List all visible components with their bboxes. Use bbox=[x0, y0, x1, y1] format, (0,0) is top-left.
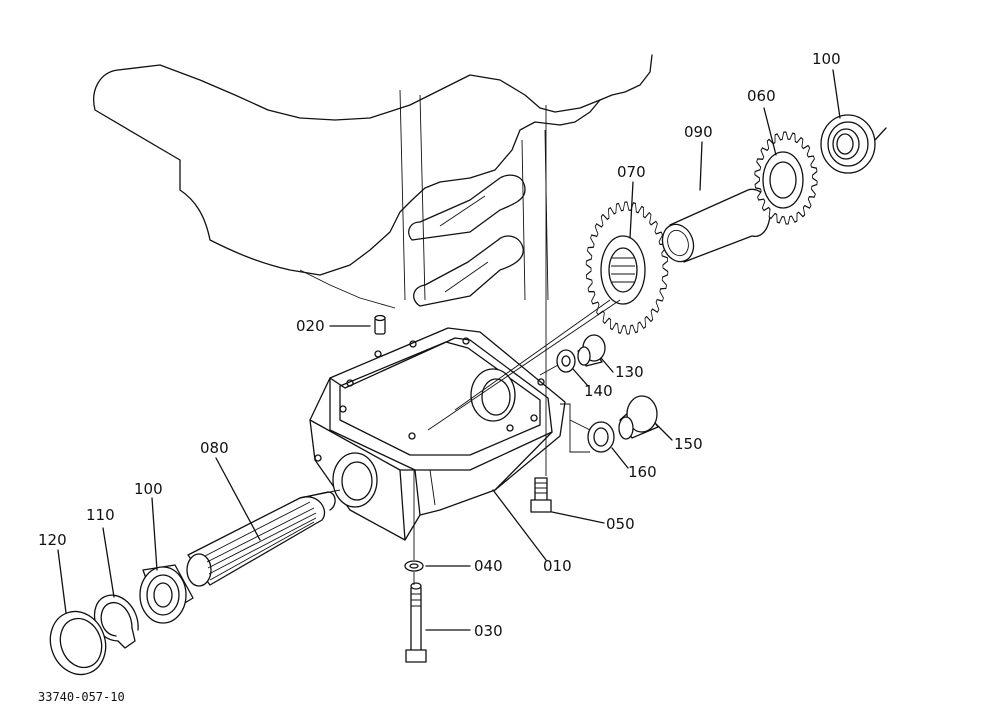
part-080-shaft bbox=[186, 491, 336, 587]
part-040-washer bbox=[404, 560, 424, 572]
callout-120: 120 bbox=[38, 531, 67, 549]
callout-labels: 100 060 090 070 020 130 140 150 160 080 … bbox=[38, 50, 841, 640]
callout-010: 010 bbox=[543, 557, 572, 575]
callout-080: 080 bbox=[200, 439, 229, 457]
callout-100-bottom: 100 bbox=[134, 480, 163, 498]
transmission-case-outline bbox=[93, 54, 653, 309]
callout-090: 090 bbox=[684, 123, 713, 141]
callout-150: 150 bbox=[674, 435, 703, 453]
part-120-oil-seal bbox=[49, 610, 107, 676]
callout-050: 050 bbox=[606, 515, 635, 533]
callout-110: 110 bbox=[86, 506, 115, 524]
part-030-bolt bbox=[405, 582, 427, 663]
part-010-gear-case bbox=[309, 327, 566, 541]
callout-060: 060 bbox=[747, 87, 776, 105]
part-050-bolt bbox=[530, 477, 552, 513]
part-090-sleeve bbox=[661, 188, 771, 263]
callout-040: 040 bbox=[474, 557, 503, 575]
callout-130: 130 bbox=[615, 363, 644, 381]
drawing-number: 33740-057-10 bbox=[38, 690, 125, 704]
part-150-plug bbox=[618, 395, 659, 440]
callout-070: 070 bbox=[617, 163, 646, 181]
callout-100-top: 100 bbox=[812, 50, 841, 68]
part-160-washer bbox=[587, 421, 615, 453]
part-130-plug bbox=[577, 334, 606, 367]
callout-020: 020 bbox=[296, 317, 325, 335]
part-100-bearing-bottom bbox=[139, 564, 194, 624]
leader-lines bbox=[57, 69, 841, 631]
callout-160: 160 bbox=[628, 463, 657, 481]
part-100-bearing-top bbox=[820, 114, 887, 174]
part-020-dowel-pin bbox=[374, 314, 386, 335]
callout-140: 140 bbox=[584, 382, 613, 400]
assembly-axis-lines bbox=[299, 105, 621, 585]
part-060-gear bbox=[754, 131, 818, 225]
callout-030: 030 bbox=[474, 622, 503, 640]
part-070-gear bbox=[585, 201, 669, 335]
part-140-washer bbox=[556, 349, 576, 373]
